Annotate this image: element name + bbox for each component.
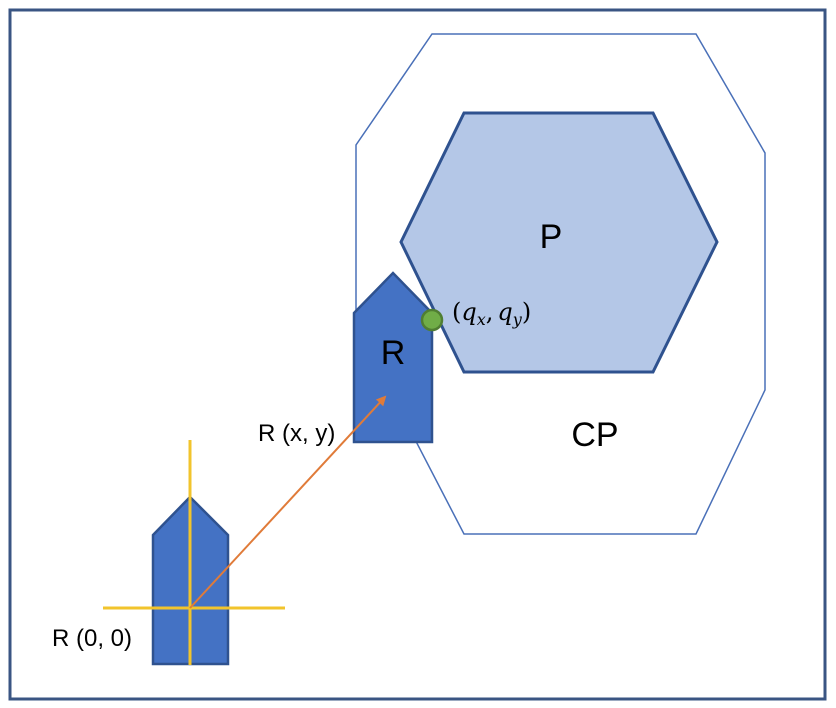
label-cp: CP <box>571 416 618 454</box>
label-contact-point: (qx,qy) <box>452 298 531 329</box>
contact-sub-y: y <box>512 310 523 329</box>
label-p: P <box>540 218 563 256</box>
displacement-vector <box>189 395 387 609</box>
label-r-xy: R (x, y) <box>258 420 335 447</box>
cspace-obstacle-outline <box>355 33 766 535</box>
obstacle-p <box>399 111 719 374</box>
label-r: R <box>381 334 406 372</box>
contact-q-symbol-2: q <box>497 298 512 326</box>
label-r-origin: R (0, 0) <box>52 625 132 652</box>
contact-comma: , <box>486 298 494 326</box>
contact-sub-x: x <box>477 310 486 329</box>
contact-q-symbol: q <box>461 298 476 326</box>
robot-moved-shape <box>352 271 434 444</box>
contact-close-paren: ) <box>522 298 531 326</box>
contact-open-paren: ( <box>452 298 461 326</box>
contact-point-marker <box>420 308 444 332</box>
